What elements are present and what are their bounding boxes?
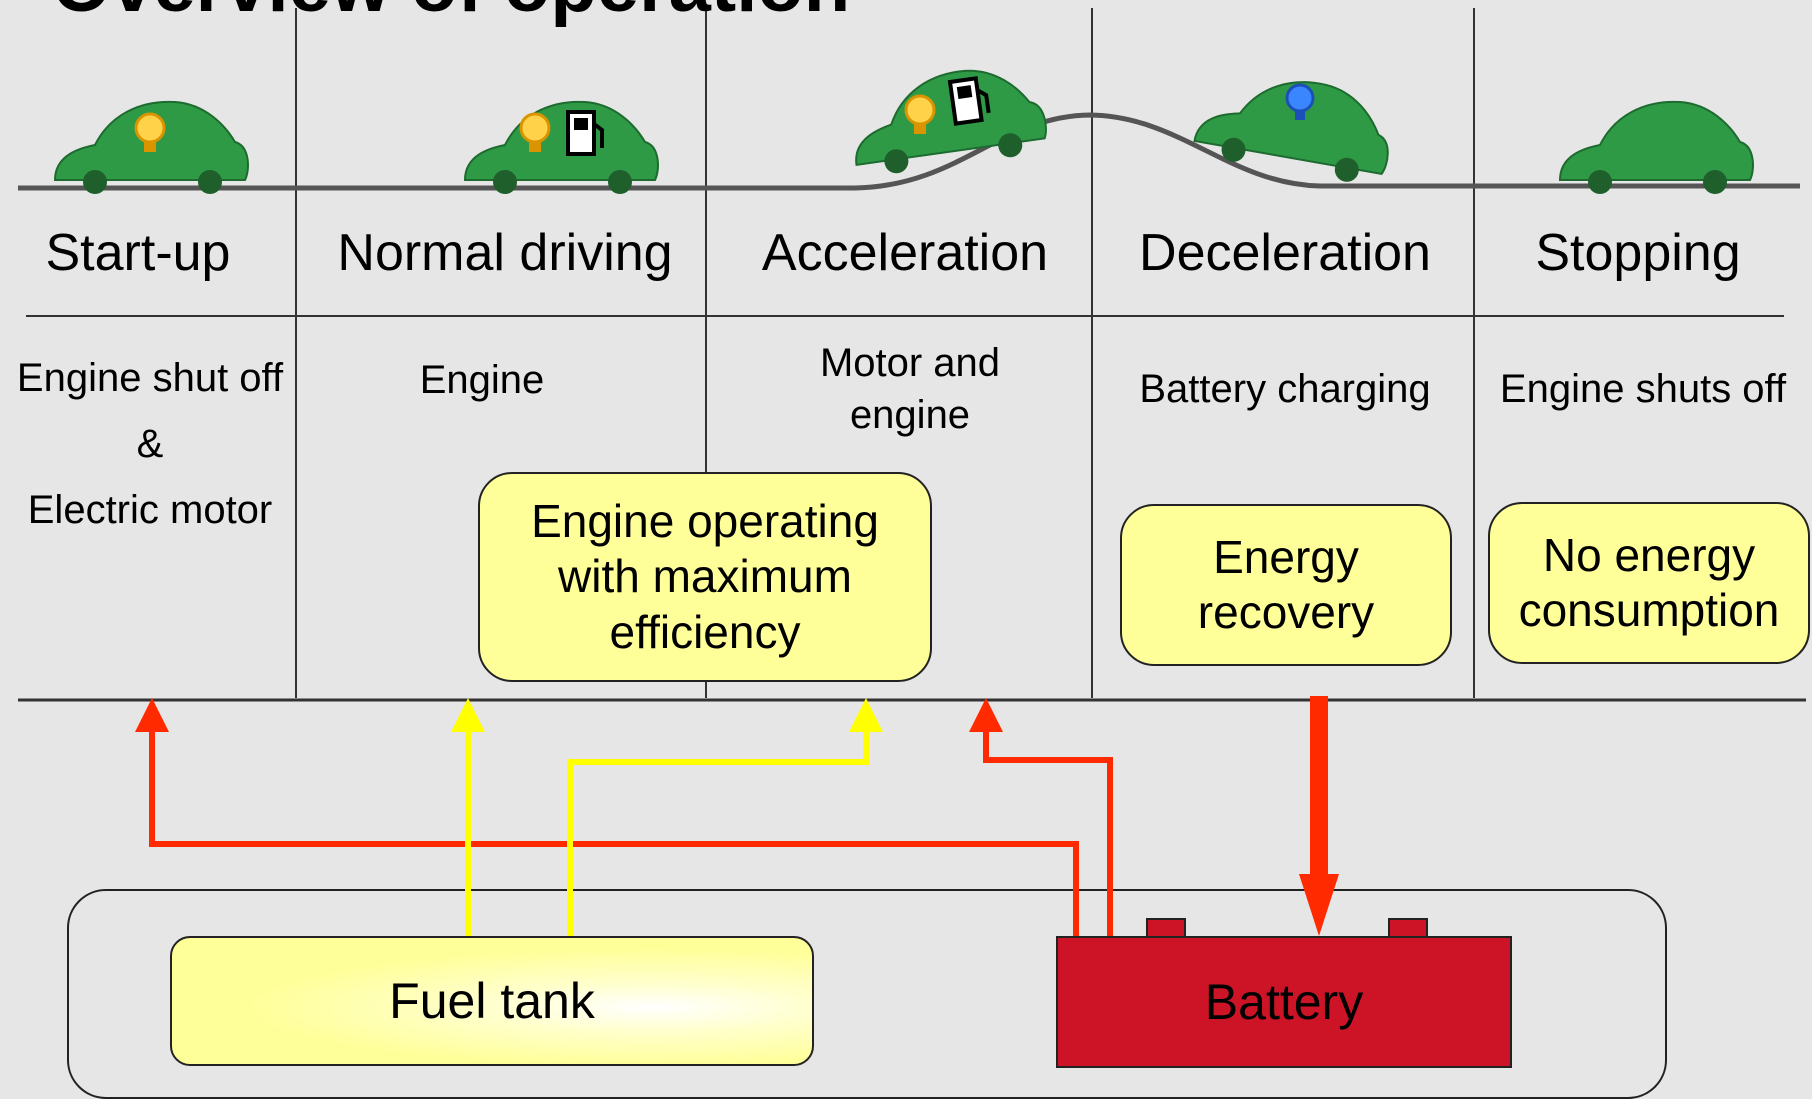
fuel-pump-icon <box>566 110 604 156</box>
arrowhead-up-icon <box>849 698 883 732</box>
phase-label-deceleration: Deceleration <box>1139 224 1431 282</box>
battery-label: Battery <box>1204 974 1364 1030</box>
efficiency-callout: Engine operating with maximum efficiency <box>478 472 932 682</box>
lightbulb-icon <box>519 112 551 152</box>
battery-terminal <box>1146 918 1186 938</box>
arrowhead-up-icon <box>451 698 485 732</box>
fuel-flow-line <box>567 728 869 936</box>
phase-label-stopping: Stopping <box>1535 224 1741 282</box>
phase-description: Motor and <box>819 341 1001 385</box>
fuel-pump-icon <box>947 76 991 126</box>
callout-line: Energy <box>1213 530 1359 583</box>
fuel-tank-label: Fuel tank <box>389 973 595 1029</box>
arrowhead-up-icon <box>969 698 1003 732</box>
charging-bulb-icon <box>1285 83 1315 120</box>
callout-line: Engine operating <box>531 495 879 548</box>
phase-description: Engine shuts off <box>1499 367 1787 411</box>
phase-description: Battery charging <box>1139 367 1431 411</box>
callout-line: efficiency <box>609 605 801 658</box>
lightbulb-icon <box>904 94 936 134</box>
callout-line: No energy <box>1542 528 1756 581</box>
phase-label-normal-driving: Normal driving <box>337 224 673 282</box>
battery: Battery <box>1056 936 1512 1068</box>
phase-label-startup: Start-up <box>45 224 231 282</box>
callout-line: with maximum <box>558 550 852 603</box>
arrowhead-up-icon <box>135 698 169 732</box>
car-deceleration <box>1193 81 1389 182</box>
energy-storage-container <box>67 889 1667 1099</box>
callout-line: consumption <box>1518 584 1780 636</box>
car-stopping <box>1558 100 1754 194</box>
page-title: Overview of operation <box>52 0 850 29</box>
phase-description: Engine shut off <box>16 356 284 400</box>
electric-flow-line <box>983 728 1113 936</box>
battery-terminal <box>1388 918 1428 938</box>
phase-description: Engine <box>419 358 545 402</box>
phase-label-acceleration: Acceleration <box>761 224 1049 282</box>
arrowhead-down-icon <box>1299 874 1339 936</box>
callout-line: recovery <box>1197 586 1375 638</box>
road-line <box>18 112 1800 191</box>
phase-description: engine <box>849 393 971 437</box>
car-normal-driving <box>463 100 659 194</box>
car-acceleration <box>855 69 1047 174</box>
phase-description: Electric motor <box>27 488 273 532</box>
electric-flow-line <box>149 728 1079 936</box>
lightbulb-icon <box>134 112 166 152</box>
no-energy-consumption-callout: No energy consumption <box>1488 502 1810 664</box>
energy-recovery-callout: Energy recovery <box>1120 504 1452 666</box>
charging-flow-line <box>1310 696 1328 876</box>
fuel-tank: Fuel tank <box>170 936 814 1066</box>
phase-description: & <box>136 422 164 466</box>
